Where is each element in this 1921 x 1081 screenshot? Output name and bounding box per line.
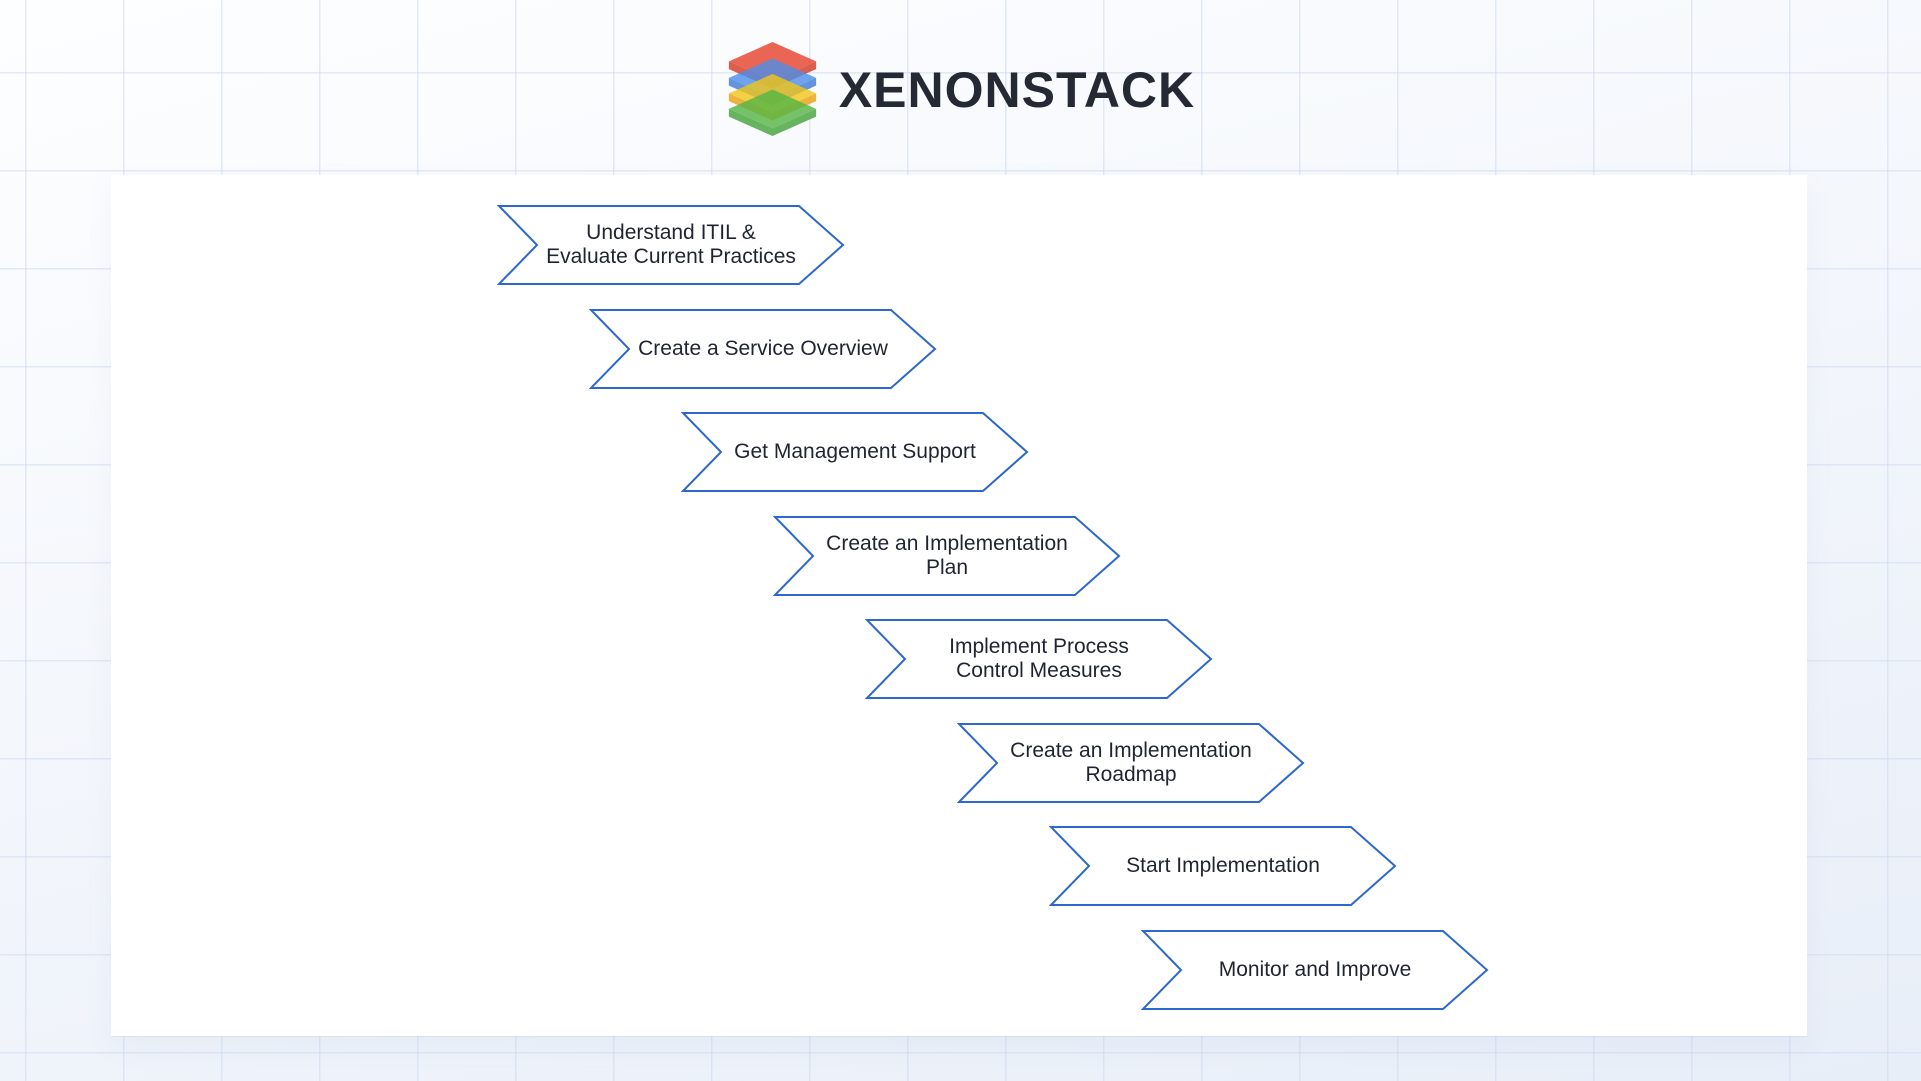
chevron-ribbon-shape bbox=[773, 516, 1121, 596]
step-label-line: Get Management Support bbox=[734, 440, 976, 463]
brand-header: XENONSTACK bbox=[0, 42, 1921, 137]
step-label: Understand ITIL & Evaluate Current Pract… bbox=[497, 204, 845, 286]
step-label: Create a Service Overview bbox=[589, 308, 937, 390]
step-label-line: Evaluate Current Practices bbox=[546, 245, 796, 268]
chevron-ribbon-shape bbox=[865, 619, 1213, 699]
step-label: Get Management Support bbox=[681, 411, 1029, 493]
brand-name: XENONSTACK bbox=[838, 61, 1196, 118]
step-label-line: Roadmap bbox=[1085, 763, 1177, 786]
step-label: Monitor and Improve bbox=[1141, 929, 1489, 1011]
xenonstack-logo-icon bbox=[728, 42, 816, 137]
process-step-banner-4: Create an Implementation Plan bbox=[773, 515, 1121, 597]
step-label: Start Implementation bbox=[1049, 825, 1397, 907]
process-step-banner-3: Get Management Support bbox=[681, 411, 1029, 493]
process-step-banner-1: Understand ITIL & Evaluate Current Pract… bbox=[497, 204, 845, 286]
step-label-line: Plan bbox=[925, 556, 969, 579]
chevron-ribbon-shape bbox=[681, 412, 1029, 492]
process-step-banner-2: Create a Service Overview bbox=[589, 308, 937, 390]
step-label: Implement Process Control Measures bbox=[865, 618, 1213, 700]
step-label-line: Understand ITIL & bbox=[586, 221, 756, 244]
step-label-line: Control Measures bbox=[956, 659, 1122, 682]
step-label-line: Implement Process bbox=[949, 635, 1129, 658]
chevron-ribbon-shape bbox=[589, 309, 937, 389]
step-label-line: Start Implementation bbox=[1126, 854, 1320, 877]
step-label-line: Create a Service Overview bbox=[638, 337, 888, 360]
process-step-banner-6: Create an Implementation Roadmap bbox=[957, 722, 1305, 804]
process-step-banner-5: Implement Process Control Measures bbox=[865, 618, 1213, 700]
step-label-line: Monitor and Improve bbox=[1218, 958, 1412, 981]
chevron-ribbon-shape bbox=[957, 723, 1305, 803]
chevron-ribbon-shape bbox=[1141, 930, 1489, 1010]
step-label: Create an Implementation Plan bbox=[773, 515, 1121, 597]
step-label-line: Create an Implementation bbox=[826, 532, 1068, 555]
process-flow-panel: Understand ITIL & Evaluate Current Pract… bbox=[111, 175, 1807, 1036]
chevron-ribbon-shape bbox=[1049, 826, 1397, 906]
process-step-banner-8: Monitor and Improve bbox=[1141, 929, 1489, 1011]
process-step-banner-7: Start Implementation bbox=[1049, 825, 1397, 907]
step-label-line: Create an Implementation bbox=[1010, 739, 1252, 762]
step-label: Create an Implementation Roadmap bbox=[957, 722, 1305, 804]
chevron-ribbon-shape bbox=[497, 205, 845, 285]
